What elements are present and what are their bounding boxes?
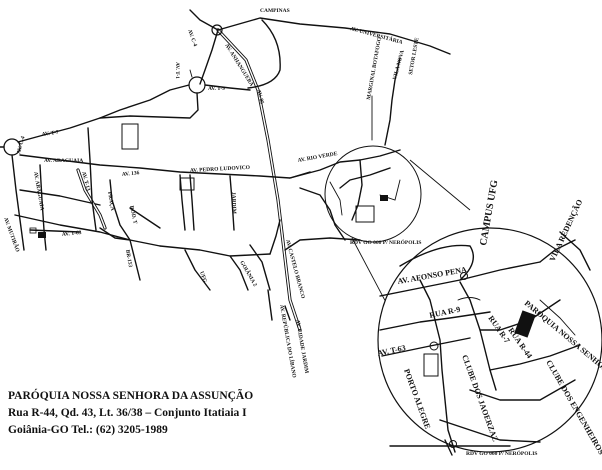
- zoom-detail-circle: [377, 227, 602, 456]
- label-av-pedro-ludovico: AV. PEDRO LUDOVICO: [190, 165, 251, 174]
- label-av-85: AV. 85: [255, 89, 265, 105]
- label-av-c4-2: AV. C-4: [16, 136, 26, 155]
- address-block: PARÓQUIA NOSSA SENHORA DA ASSUNÇÃO Rua R…: [8, 388, 308, 439]
- label-rod-t: ROD. T: [128, 205, 138, 225]
- label-jardim: JARDIM: [230, 192, 237, 215]
- label-br153: BR-153: [124, 249, 133, 268]
- label-av-c4: AV. C-4: [186, 29, 198, 48]
- label-praca: PRAÇA: [106, 191, 115, 211]
- label-av-136: AV. 136: [122, 170, 140, 178]
- label-marginal: MARGINAL BOTAFOGO: [366, 36, 383, 100]
- label-campinas: CAMPINAS: [260, 8, 290, 14]
- label-av-t7: AV. T-7: [41, 130, 59, 138]
- label-av-t9: AV. T-9: [208, 86, 225, 92]
- label-av-t13: AV. T-13: [80, 171, 91, 192]
- label-setor-leste: SETOR LESTE: [408, 37, 421, 75]
- label-ufg-small: UFG: [198, 271, 208, 285]
- label-av-cidade-jardim: AV. CIDADE JARDIM: [294, 319, 309, 374]
- label-av-araguaia-v: AV. ARAGUAIA: [32, 171, 45, 211]
- label-av-t1: AV. T-1: [174, 62, 180, 79]
- parish-name: PARÓQUIA NOSSA SENHORA DA ASSUNÇÃO: [8, 390, 254, 402]
- parish-phone: Goiânia-GO Tel.: (62) 3205-1989: [8, 424, 168, 436]
- label-vila-nova: VILA NOVA: [392, 50, 406, 81]
- label-av-araguaia: AV. ARAGUAIA: [44, 158, 83, 164]
- street-network: [0, 9, 451, 332]
- label-rdv-go-small: RDV GO 060 P/ NERÓPOLIS: [350, 238, 421, 246]
- label-av-mutirao: AV. MUTIRÃO: [2, 216, 22, 254]
- label-rdv-go: RDV GO 060 P/ NERÓPOLIS: [466, 449, 537, 457]
- label-av-t63: AV. T-63: [62, 230, 82, 238]
- map-labels: AV. C-4 CAMPINAS AV. ANHANGUERA AV. UNIV…: [2, 8, 421, 379]
- label-vila-redencao: VILA REDENÇÃO: [548, 198, 585, 263]
- small-detail-circle: [324, 145, 471, 311]
- label-av-rio-verde: AV. RIO VERDE: [297, 151, 338, 164]
- parish-address: Rua R-44, Qd. 43, Lt. 36/38 – Conjunto I…: [8, 407, 247, 419]
